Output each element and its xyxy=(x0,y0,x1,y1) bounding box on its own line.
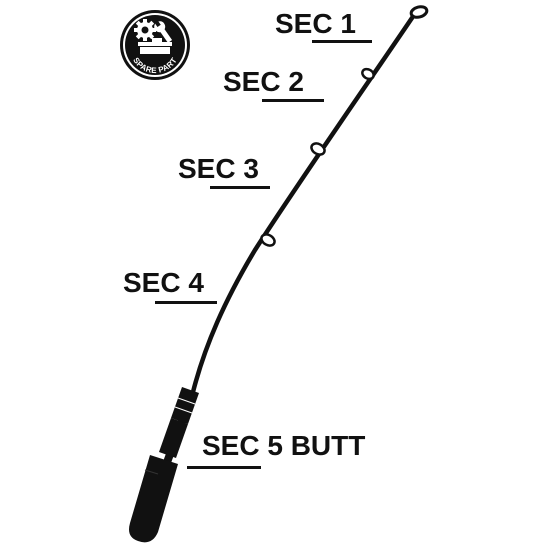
section-underline-4 xyxy=(155,301,217,304)
section-label-2: SEC 2 xyxy=(223,66,304,97)
gear-wrench-icon xyxy=(134,19,173,54)
section-label-1: SEC 1 xyxy=(275,8,356,39)
section-label-3: SEC 3 xyxy=(178,153,259,184)
section-underline-3 xyxy=(210,186,270,189)
section-underline-5 xyxy=(187,466,261,469)
section-underline-2 xyxy=(262,99,324,102)
reel-seat xyxy=(171,387,199,424)
section-underline-1 xyxy=(312,40,372,43)
guide-2 xyxy=(310,142,326,156)
section-label-5: SEC 5 BUTT xyxy=(202,430,366,461)
spare-part-badge: SPARE PART xyxy=(120,10,190,80)
section-label-4: SEC 4 xyxy=(123,267,204,298)
guide-3 xyxy=(260,233,276,247)
guide-1 xyxy=(361,67,375,81)
reel-seat-lower xyxy=(159,418,188,458)
butt-grip xyxy=(129,455,178,543)
tip-guide xyxy=(409,5,429,19)
